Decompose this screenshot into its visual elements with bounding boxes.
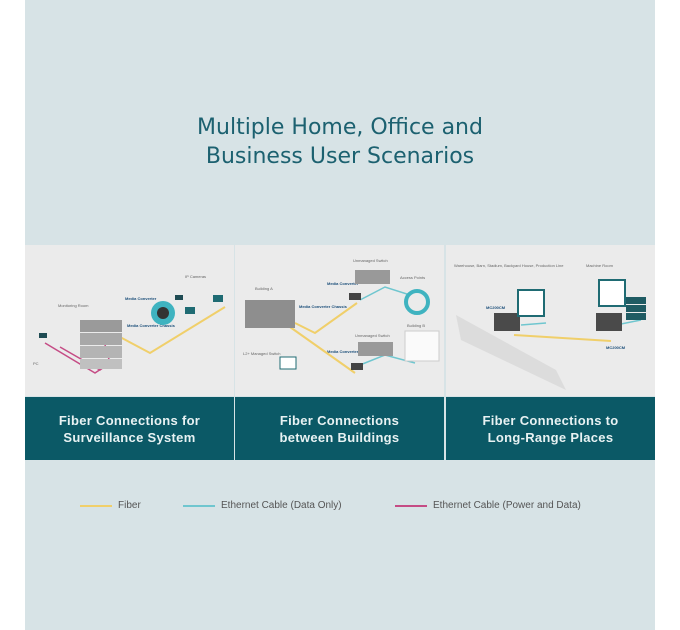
label-site: Warehouse, Barn, Stadium, Backyard House… (454, 263, 564, 268)
label-pc: PC (33, 361, 39, 366)
fiber-line (294, 302, 358, 335)
chassis-icon (245, 300, 295, 328)
legend: Fiber Ethernet Cable (Data Only) Etherne… (25, 500, 655, 514)
media-converter-icon (351, 363, 363, 370)
server-icon (626, 297, 646, 320)
buildings-illustration: Building A Unmanaged Switch Media Conver… (235, 245, 444, 396)
camera-icon (185, 307, 195, 314)
label-ap: Access Points (400, 275, 425, 280)
caption-line: Fiber Connections for (58, 412, 201, 428)
caption-line: Long-Range Places (487, 429, 614, 445)
ethernet-data-swatch (183, 504, 215, 507)
label-mc: Media Converter (125, 296, 157, 301)
label-switch2: Unmanaged Switch (355, 333, 390, 338)
fiber-line (513, 334, 612, 342)
label-room: Machine Room (586, 263, 614, 268)
monitor-icon (517, 289, 545, 317)
switch-icon (358, 342, 393, 356)
legend-item-ethernet-data: Ethernet Cable (Data Only) (183, 500, 342, 511)
caption-line: Fiber Connections (279, 412, 400, 428)
legend-label: Fiber (118, 500, 141, 511)
fiber-line (289, 326, 356, 374)
fiber-swatch (80, 504, 112, 507)
ethernet-line (359, 286, 411, 301)
chassis-stack-icon (80, 320, 122, 369)
legend-item-ethernet-poe: Ethernet Cable (Power and Data) (395, 500, 581, 511)
infographic-panel: Multiple Home, Office and Business User … (25, 0, 655, 630)
title-line-2: Business User Scenarios (205, 144, 475, 169)
ethernet-poe-swatch (395, 504, 427, 507)
page-title: Multiple Home, Office and Business User … (25, 113, 655, 171)
long-range-illustration: Warehouse, Barn, Stadium, Backyard House… (446, 245, 655, 396)
label-building-a: Building A (255, 286, 273, 291)
scenario-surveillance: Monitoring Room IP Cameras Media Convert… (25, 245, 234, 460)
legend-label: Ethernet Cable (Power and Data) (433, 500, 581, 511)
surveillance-illustration: Monitoring Room IP Cameras Media Convert… (25, 245, 234, 396)
fiber-line (119, 306, 226, 355)
ethernet-line (520, 322, 547, 326)
label-mc-a: MC200CM (486, 305, 506, 310)
label-mc-b: MC200CM (606, 345, 626, 350)
media-converter-icon (349, 293, 361, 300)
label-mc1: Media Converter (327, 281, 359, 286)
production-line-icon (456, 315, 566, 390)
monitor-icon (279, 356, 297, 370)
caption-line: Surveillance System (63, 429, 196, 445)
label-room: Monitoring Room (58, 303, 89, 308)
camera-icon (39, 333, 47, 338)
building-b-icon (404, 330, 440, 362)
label-cameras: IP Cameras (185, 274, 206, 279)
caption-line: Fiber Connections to (482, 412, 619, 428)
label-building-b: Building B (407, 323, 425, 328)
mc200cm-icon (494, 313, 520, 331)
title-line-1: Multiple Home, Office and (197, 115, 483, 140)
label-chassis: Media Converter Chassis (127, 323, 176, 328)
camera-icon (175, 295, 183, 300)
label-l2: L2+ Managed Switch (243, 351, 280, 356)
switch-icon (355, 270, 390, 284)
caption-line: between Buildings (279, 429, 400, 445)
label-chassis: Media Converter Chassis (299, 304, 348, 309)
access-point-icon (404, 289, 430, 315)
camera-icon (213, 295, 223, 302)
label-switch1: Unmanaged Switch (353, 258, 388, 263)
label-mc2: Media Converter (327, 349, 359, 354)
legend-label: Ethernet Cable (Data Only) (221, 500, 342, 511)
scenario-long-range: Warehouse, Barn, Stadium, Backyard House… (446, 245, 655, 460)
legend-item-fiber: Fiber (80, 500, 141, 511)
monitor-icon (598, 279, 626, 307)
scenario-buildings: Building A Unmanaged Switch Media Conver… (235, 245, 444, 460)
mc200cm-icon (596, 313, 622, 331)
